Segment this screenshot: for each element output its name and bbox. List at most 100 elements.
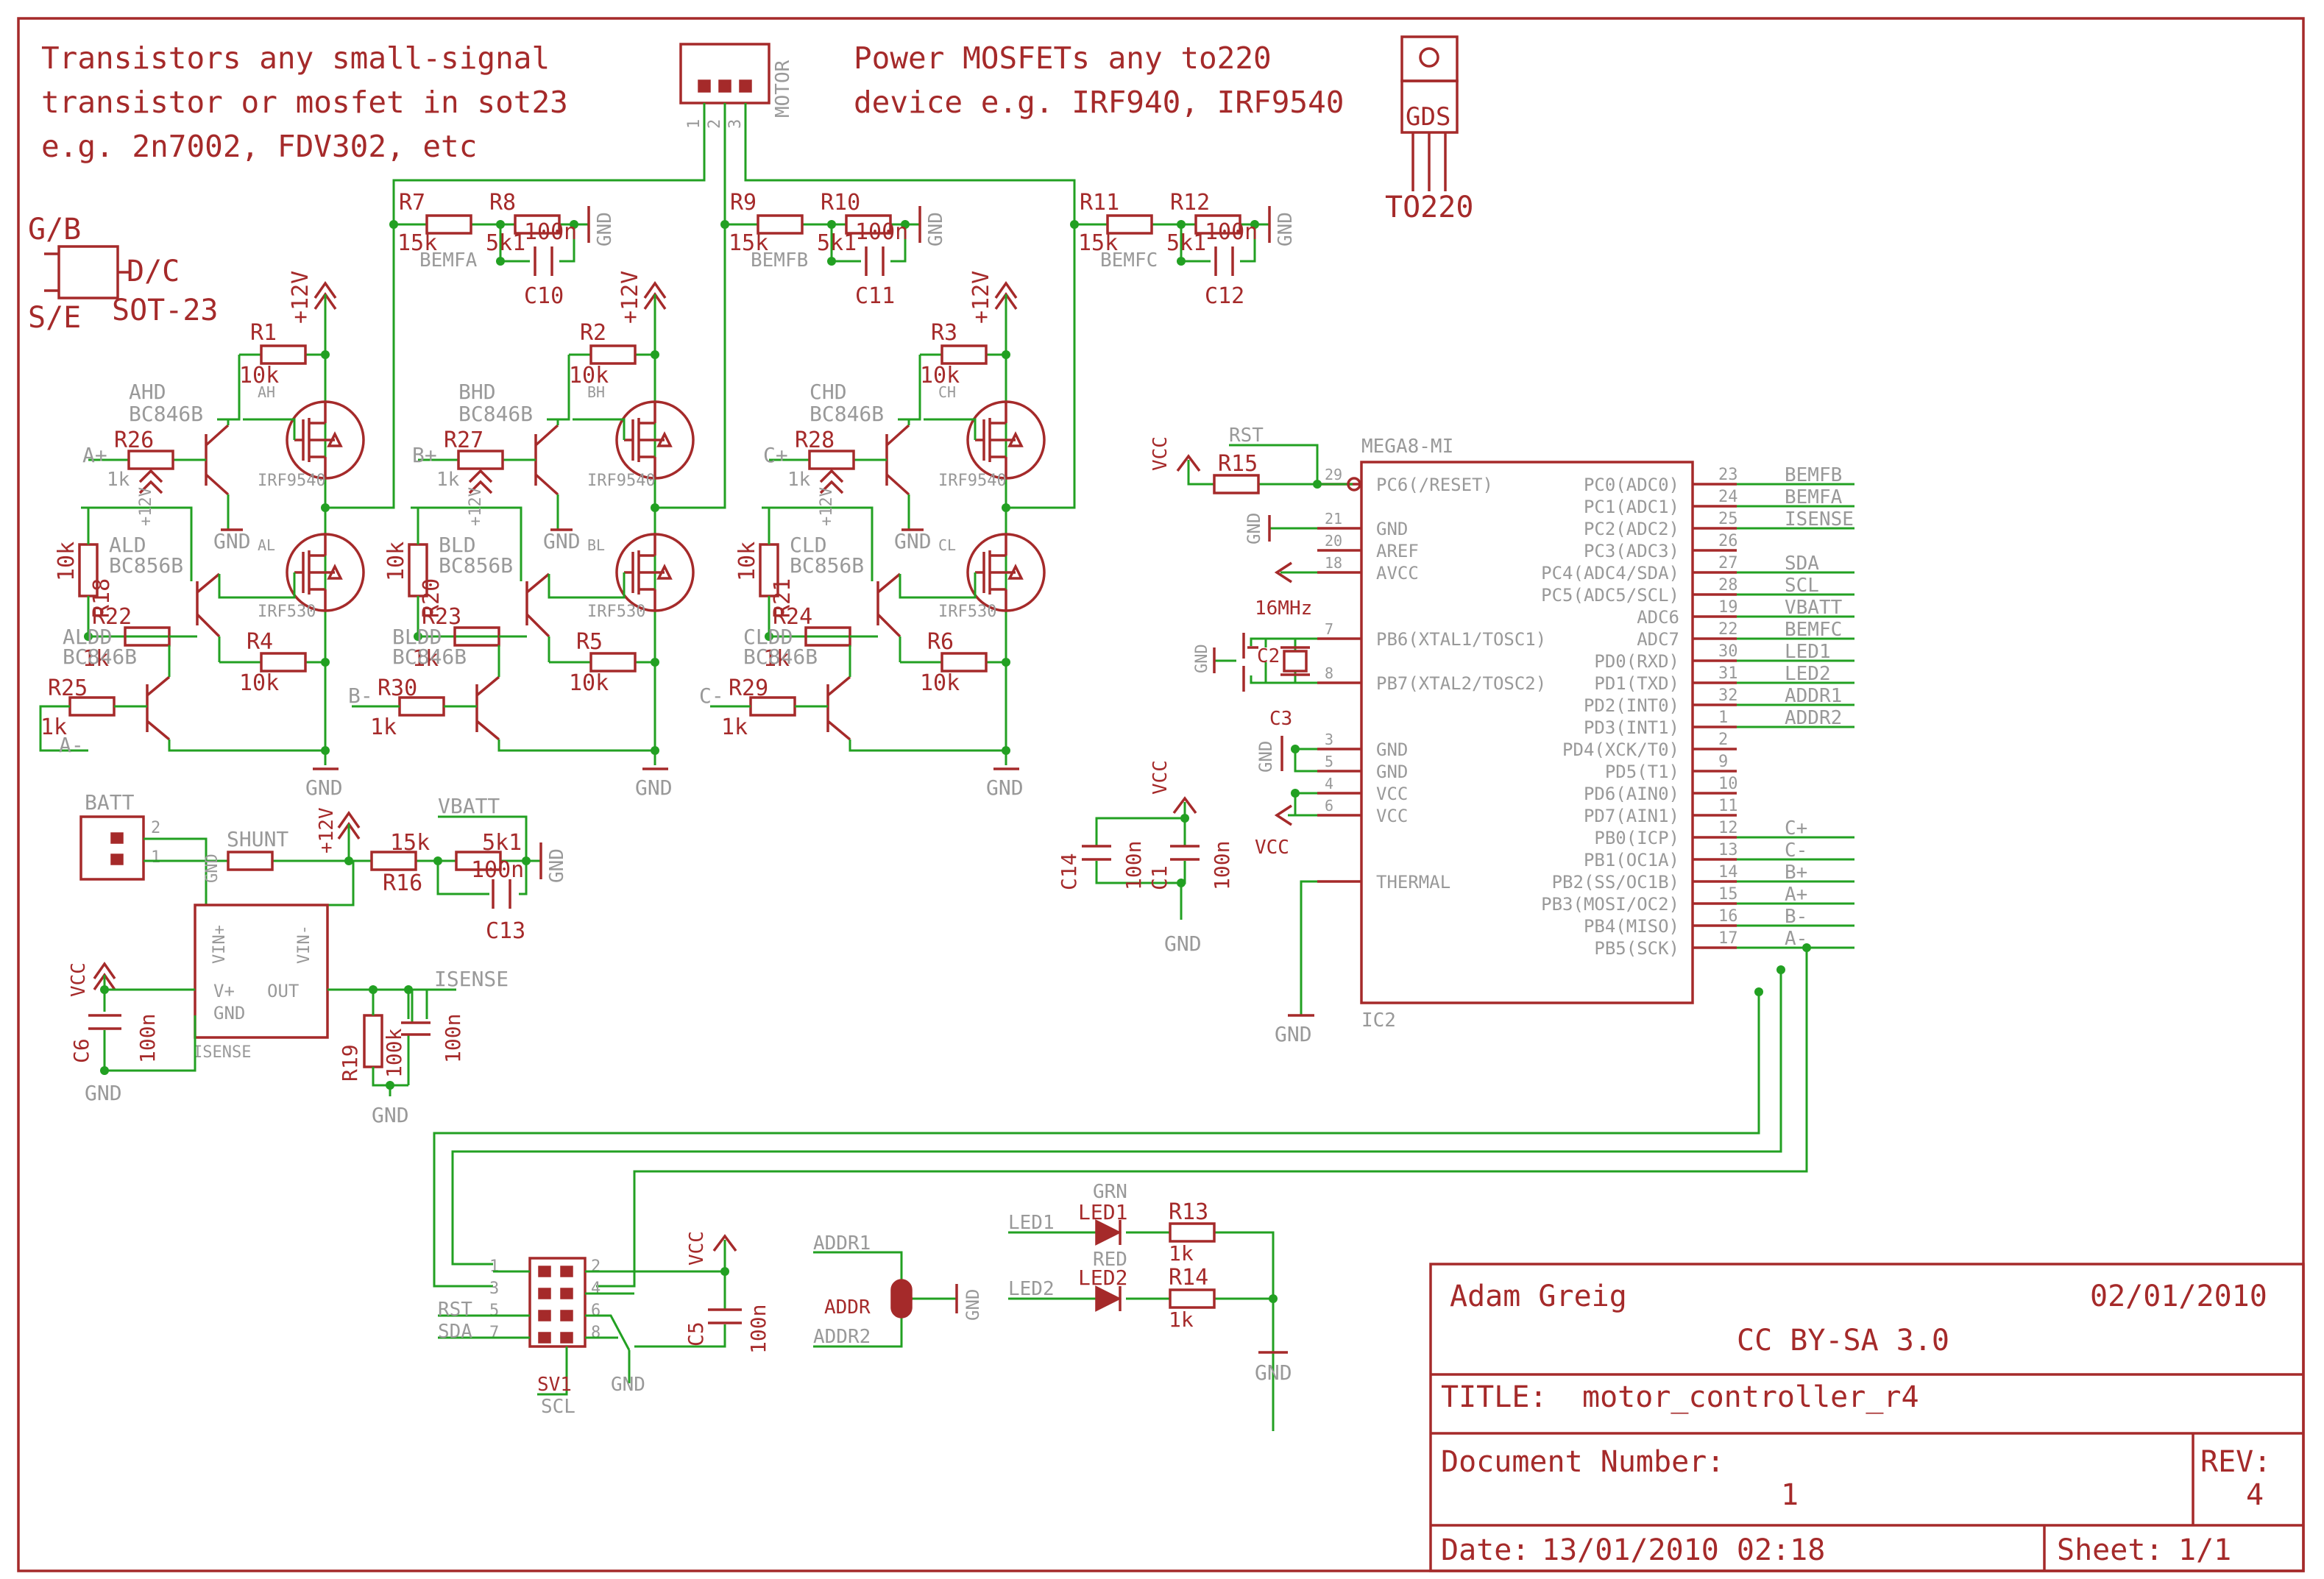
r11-name: R11 [1080, 190, 1119, 216]
mcu-net-label: LED1 [1785, 641, 1831, 663]
r11-value: 15k [1078, 230, 1118, 256]
sot23-dc: D/C [127, 255, 180, 288]
mcu-left-pin-name: THERMAL [1376, 872, 1450, 893]
supply-label: +12V [288, 271, 313, 324]
chip-gnd: GND [213, 1003, 245, 1023]
c5-value: 100n [746, 1305, 770, 1354]
mcu-net-label: ADDR1 [1785, 685, 1842, 707]
isp-pin: 7 [489, 1324, 499, 1342]
power-section: BATT 2 1 SHUNT GND +12V 15k R16 5k1 VBAT… [68, 790, 568, 1127]
mcu: MEGA8-MI IC2 PC6(/RESET)29GND21AREF20AVC… [1057, 425, 1854, 1046]
batt-label: BATT [85, 790, 135, 815]
mcu-left-pin-name: GND [1376, 739, 1408, 760]
rb-value: 1k [436, 469, 460, 491]
r16-name: R16 [383, 870, 422, 896]
c12-value: 100n [1205, 219, 1258, 245]
led-section: GRN LED1 R13 1k LED1 RED LED2 R14 1k LED… [1008, 1181, 1292, 1431]
led2-net: LED2 [1008, 1278, 1055, 1300]
docnum-value: 1 [1781, 1478, 1799, 1512]
half-bridge-a: +12V R1 10k AHD BC846B AH A+ R26 1k +12V… [39, 271, 365, 800]
mcu-right-pin-num: 13 [1718, 841, 1738, 859]
isp-pin: 8 [591, 1324, 601, 1342]
pullup-label: +12V [467, 487, 485, 526]
in-net: B- [348, 684, 373, 708]
ld-name: CLD [790, 533, 827, 557]
bemf-divider-a: R7 15k R8 5k1 100n C10 BEMFA GND [389, 190, 616, 309]
isp-header: 1 2 3 4 5 6 7 8 RST SDA SCL SV1 GND VCC … [438, 1231, 770, 1418]
rh-value: 10k [920, 363, 960, 388]
bemfa-net: BEMFA [419, 249, 478, 272]
mcu-right-pin-name: PC1(ADC1) [1584, 497, 1679, 517]
author: Adam Greig [1450, 1280, 1627, 1313]
mcu-left-pin-num: 7 [1325, 620, 1333, 638]
ld-type: BC856B [439, 553, 513, 578]
vplus: V+ [213, 981, 235, 1001]
r7-name: R7 [399, 190, 425, 216]
supply-label: +12V [968, 271, 994, 324]
title-block: Adam Greig 02/01/2010 CC BY-SA 3.0 TITLE… [1429, 1263, 2305, 1572]
gnd-label: GND [305, 776, 343, 800]
ldd-name: CLDD [743, 625, 793, 649]
vin-minus: VIN- [295, 925, 313, 964]
rpd-name: R21 [770, 578, 796, 618]
mcu-right-pin-num: 9 [1718, 753, 1728, 771]
rpd-value: 10k [54, 542, 79, 581]
motor-label: MOTOR [772, 60, 794, 118]
mcu-right-pin-name: PB0(ICP) [1594, 828, 1679, 848]
to220-name: TO220 [1385, 191, 1473, 224]
nmos-type: IRF530 [938, 603, 996, 621]
bemf-divider-b: R9 15k R10 5k1 100n C11 BEMFB GND [720, 190, 947, 309]
addr-name: ADDR [824, 1296, 871, 1319]
r16-value: 15k [390, 830, 430, 856]
nmos-type: IRF530 [258, 603, 316, 621]
rpd-value: 10k [383, 542, 409, 581]
isense-chip: ISENSE [193, 1043, 251, 1062]
mcu-left-pin-name: AVCC [1376, 563, 1419, 583]
mcu-right-pin-num: 28 [1718, 576, 1738, 595]
c6-name: C6 [69, 1038, 93, 1063]
rh-value: 10k [239, 363, 279, 388]
vin-plus: VIN+ [210, 925, 229, 964]
mcu-right-pin-num: 11 [1718, 797, 1738, 815]
addr-jumper: ADDR1 ADDR ADDR2 GND [813, 1232, 983, 1348]
rl-name: R24 [773, 604, 812, 630]
l-net: AL [258, 536, 275, 554]
mcu-right-pin-name: PD5(T1) [1605, 762, 1679, 782]
c13-value: 100n [471, 857, 524, 883]
grn-label: GRN [1093, 1181, 1127, 1203]
gnd-label: GND [1275, 212, 1297, 246]
gnd-label: GND [963, 1289, 983, 1321]
mcu-right-pin-num: 15 [1718, 885, 1738, 904]
rin-value: 1k [370, 714, 397, 740]
to220-pins: GDS [1406, 102, 1450, 132]
isp-wiring [433, 943, 1811, 1288]
isp-pin: 2 [591, 1257, 601, 1276]
motor-pin: 3 [726, 119, 745, 129]
c11-name: C11 [855, 283, 895, 309]
c10-name: C10 [524, 283, 564, 309]
mcu-right-pin-name: PD0(RXD) [1594, 651, 1679, 672]
mcu-left-pin-num: 5 [1325, 753, 1333, 770]
hd-type: BC846B [129, 402, 203, 426]
c1-value: 100n [1210, 841, 1234, 890]
hd-name: CHD [809, 380, 847, 404]
gnd-label: GND [611, 1374, 645, 1396]
isp-pin: 3 [489, 1280, 499, 1298]
date-value: 13/01/2010 02:18 [1542, 1533, 1825, 1567]
mcu-net-label: LED2 [1785, 663, 1831, 685]
mcu-net-label: C- [1785, 840, 1807, 862]
pmos-type: IRF9540 [258, 472, 326, 490]
vcc-label: VCC [68, 962, 90, 997]
mcu-left-pin-num: 29 [1325, 466, 1342, 483]
mcu-left-pin-num: 6 [1325, 797, 1333, 815]
ldd-type: BC846B [392, 645, 467, 669]
r5-name: R5 [576, 629, 603, 655]
mcu-right-pin-name: PC2(ADC2) [1584, 519, 1679, 539]
mcu-left-pin-name: GND [1376, 762, 1408, 782]
gnd-label: GND [1193, 644, 1211, 673]
note-transistors: Transistors any small-signal transistor … [41, 40, 568, 164]
gnd-label: GND [986, 776, 1024, 800]
hp-net: C+ [763, 443, 788, 467]
ld-name: BLD [439, 533, 476, 557]
gnd-label: GND [543, 529, 581, 553]
